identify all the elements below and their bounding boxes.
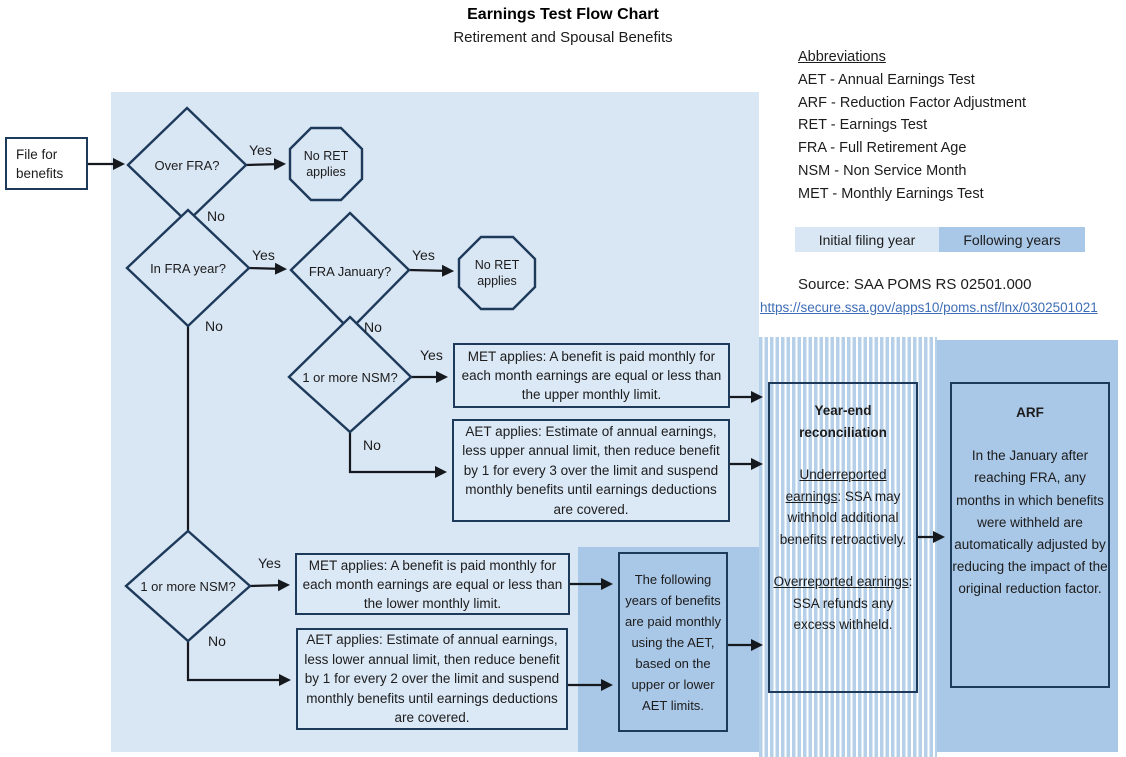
edge-label-no: No — [205, 318, 223, 334]
edge-frajan-yes — [408, 264, 455, 277]
abbreviations-list: Abbreviations AET - Annual Earnings Test… — [798, 46, 1026, 206]
page-subtitle: Retirement and Spousal Benefits — [453, 29, 673, 46]
edge-label-yes: Yes — [249, 142, 272, 158]
diamond-nsm-lower — [124, 529, 252, 643]
edge-label-no: No — [208, 633, 226, 649]
source-link[interactable]: https://secure.ssa.gov/apps10/poms.nsf/l… — [760, 300, 1098, 315]
edge-label-yes: Yes — [412, 247, 435, 263]
edge-label-no: No — [364, 319, 382, 335]
octagon-no-ret-1-label: No RET applies — [303, 148, 349, 180]
diamond-nsm-upper-label: 1 or more NSM? — [302, 369, 398, 385]
edge-nsmupper-no — [348, 432, 448, 479]
legend-initial-filing-year: Initial filing year — [795, 227, 939, 252]
edge-label-yes: Yes — [252, 247, 275, 263]
underreported-paragraph: Underreported earnings: SSA may withhold… — [772, 464, 914, 550]
process-aet-lower: AET applies: Estimate of annual earnings… — [296, 628, 568, 730]
year-end-title: Year-end reconciliation — [799, 403, 887, 440]
diamond-nsm-lower-label: 1 or more NSM? — [140, 578, 236, 594]
process-following-years: The following years of benefits are paid… — [618, 552, 728, 732]
octagon-no-ret-2-label: No RET applies — [474, 257, 520, 289]
start-node-file-for-benefits: File for benefits — [5, 137, 88, 190]
diamond-nsm-upper — [287, 315, 413, 434]
edge-label-no: No — [207, 208, 225, 224]
abbreviations-heading: Abbreviations — [798, 49, 886, 65]
edge-label-yes: Yes — [258, 555, 281, 571]
overreported-lead: Overreported earnings — [773, 574, 909, 589]
abbreviation-item: FRA - Full Retirement Age — [798, 140, 967, 157]
process-met-lower: MET applies: A benefit is paid monthly f… — [295, 553, 570, 615]
diamond-over-fra-label: Over FRA? — [154, 157, 220, 173]
abbreviation-item: ARF - Reduction Factor Adjustment — [798, 94, 1027, 111]
year-end-striped-band — [759, 337, 937, 757]
diamond-in-fra-year — [125, 208, 251, 328]
overreported-paragraph: Overreported earnings: SSA refunds any e… — [772, 571, 914, 636]
edge-infra-yes — [248, 262, 288, 275]
process-aet-upper: AET applies: Estimate of annual earnings… — [452, 419, 730, 522]
arf-body: In the January after reaching FRA, any m… — [952, 448, 1108, 597]
diamond-in-fra-year-label: In FRA year? — [150, 260, 226, 276]
year-end-reconciliation-box: Year-end reconciliation Underreported ea… — [768, 382, 918, 693]
source-label: Source: SAA POMS RS 02501.000 — [798, 276, 1032, 293]
source-link-row: https://secure.ssa.gov/apps10/poms.nsf/l… — [760, 300, 1098, 315]
octagon-no-ret-1 — [288, 126, 364, 202]
edge-nsmlower-no — [186, 641, 292, 687]
edge-nsmlower-yes — [249, 579, 291, 592]
octagon-no-ret-2 — [457, 235, 537, 311]
underreported-lead: Underreported earnings — [785, 467, 887, 504]
process-met-upper: MET applies: A benefit is paid monthly f… — [453, 343, 730, 408]
overreported-rest: : SSA refunds any excess withheld. — [792, 574, 913, 632]
legend-following-years: Following years — [939, 227, 1085, 252]
abbreviation-item: MET - Monthly Earnings Test — [798, 185, 984, 202]
underreported-rest: : SSA may withhold additional benefits r… — [779, 488, 907, 547]
arf-box: ARF In the January after reaching FRA, a… — [950, 382, 1110, 688]
page-title: Earnings Test Flow Chart — [467, 6, 659, 23]
edge-overfra-yes — [245, 158, 287, 171]
diamond-fra-january-label: FRA January? — [308, 263, 392, 279]
arf-title: ARF — [1016, 405, 1044, 420]
abbreviation-item: RET - Earnings Test — [798, 117, 928, 134]
abbreviation-item: AET - Annual Earnings Test — [798, 71, 975, 88]
edge-label-no: No — [363, 437, 381, 453]
edge-label-yes: Yes — [420, 347, 443, 363]
abbreviation-item: NSM - Non Service Month — [798, 162, 967, 179]
